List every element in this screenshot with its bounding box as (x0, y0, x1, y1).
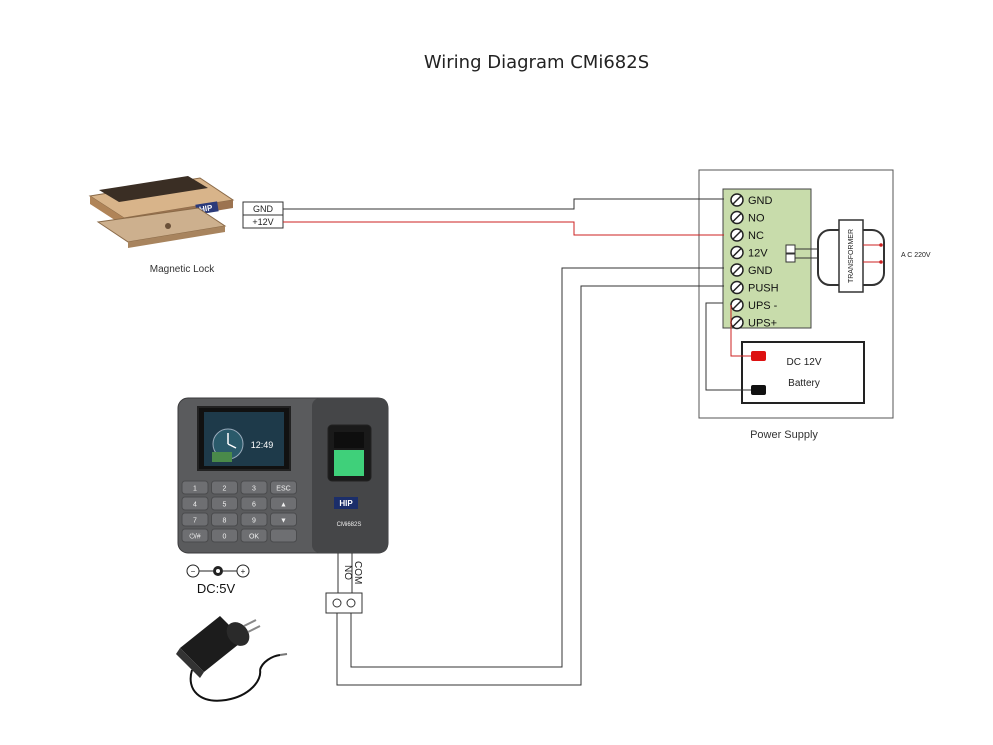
keypad-key-label: 5 (223, 502, 227, 509)
ps-terminal-label: UPS+ (748, 318, 777, 330)
access-control-device: 12:49 1 2 3 ESC 4 5 6 ▲ 7 8 9 ▼ ⏻/# 0 OK HIP CMi682S (177, 397, 389, 554)
keypad-key-label: ▲ (280, 502, 287, 509)
keypad-key-label: 8 (223, 518, 227, 525)
keypad-key-label: ▼ (280, 518, 287, 525)
ps-terminal-label: NO (748, 213, 765, 225)
dc-power-jack: − + DC:5V (186, 564, 250, 596)
keypad-key-label: 1 (193, 486, 197, 493)
keypad-key: 1 (181, 480, 209, 495)
keypad-key: 9 (240, 512, 268, 527)
keypad-key: 0 (211, 528, 238, 543)
device-brand: HIP (339, 499, 353, 508)
dc-voltage-label: DC:5V (197, 581, 236, 596)
keypad-key: 2 (211, 480, 238, 495)
keypad-key-label: 7 (193, 518, 197, 525)
ps-terminal: GND (730, 193, 773, 207)
keypad-key: 4 (181, 496, 209, 511)
ps-terminal-label: 12V (748, 248, 768, 260)
keypad-key: 7 (181, 512, 209, 527)
transformer-label: TRANSFORMER (848, 229, 855, 283)
keypad-key-label: OK (249, 534, 259, 541)
diagram-title: Wiring Diagram CMi682S (423, 52, 650, 73)
svg-text:−: − (191, 567, 196, 576)
relay-label-no: NO (342, 565, 353, 580)
device-model: CMi682S (337, 522, 362, 528)
ac-input-label: A C 220V (901, 252, 931, 259)
keypad-key-label: 3 (252, 486, 256, 493)
ps-terminal: UPS+ (730, 315, 777, 330)
ps-terminal-label: PUSH (748, 283, 779, 295)
lock-caption: Magnetic Lock (150, 264, 215, 275)
ps-terminal: GND (730, 263, 773, 277)
ps-terminal-label: NC (748, 230, 764, 242)
keypad-key-label: ESC (276, 486, 290, 493)
keypad-key: OK (240, 528, 268, 543)
keypad-key: 5 (211, 496, 238, 511)
ps-terminal: NO (730, 210, 765, 225)
device-clock: 12:49 (251, 440, 274, 450)
battery-positive-terminal (751, 351, 766, 361)
transformer: TRANSFORMER (817, 219, 885, 293)
lock-wires (283, 198, 724, 236)
ps-terminal-label: UPS - (748, 300, 778, 312)
ps-terminal: PUSH (730, 280, 779, 295)
keypad-key: ESC (270, 480, 297, 495)
relay-label-com: COM (352, 561, 363, 584)
ps-terminal-label: GND (748, 195, 773, 207)
battery-label: Battery (788, 378, 820, 389)
power-adapter-icon (176, 616, 288, 702)
keypad-key-label: ⏻/# (189, 533, 200, 541)
magnetic-lock: HIP Magnetic Lock (88, 176, 235, 275)
lock-terminal-12v: +12V (252, 217, 273, 227)
battery-voltage-label: DC 12V (786, 357, 821, 368)
keypad-key: 8 (211, 512, 238, 527)
keypad-key (270, 528, 297, 543)
device-keypad: 1 2 3 ESC 4 5 6 ▲ 7 8 9 ▼ ⏻/# 0 OK (181, 480, 297, 543)
lock-terminal-gnd: GND (253, 204, 274, 214)
lock-terminal-block: GND +12V (242, 201, 284, 229)
power-supply-caption: Power Supply (750, 429, 818, 441)
relay-wires (336, 267, 724, 686)
keypad-key: 3 (240, 480, 268, 495)
keypad-key-label: 2 (223, 486, 227, 493)
lock-brand: HIP (198, 203, 213, 214)
keypad-key-label: 9 (252, 518, 256, 525)
battery-negative-terminal (751, 385, 766, 395)
keypad-key-label: 6 (252, 502, 256, 509)
ps-terminal: NC (730, 228, 764, 242)
keypad-key: 6 (240, 496, 268, 511)
keypad-key-label: 4 (193, 502, 197, 509)
relay-terminal: NO COM (325, 553, 363, 614)
ps-terminal-label: GND (748, 265, 773, 277)
ps-terminal: 12V (730, 245, 768, 260)
battery: DC 12V Battery (741, 341, 865, 404)
svg-text:+: + (241, 567, 246, 576)
keypad-key: ▼ (270, 512, 297, 527)
keypad-key-label: 0 (223, 534, 227, 541)
keypad-key: ⏻/# (181, 528, 209, 543)
keypad-key: ▲ (270, 496, 297, 511)
ps-terminal: UPS - (730, 298, 778, 312)
